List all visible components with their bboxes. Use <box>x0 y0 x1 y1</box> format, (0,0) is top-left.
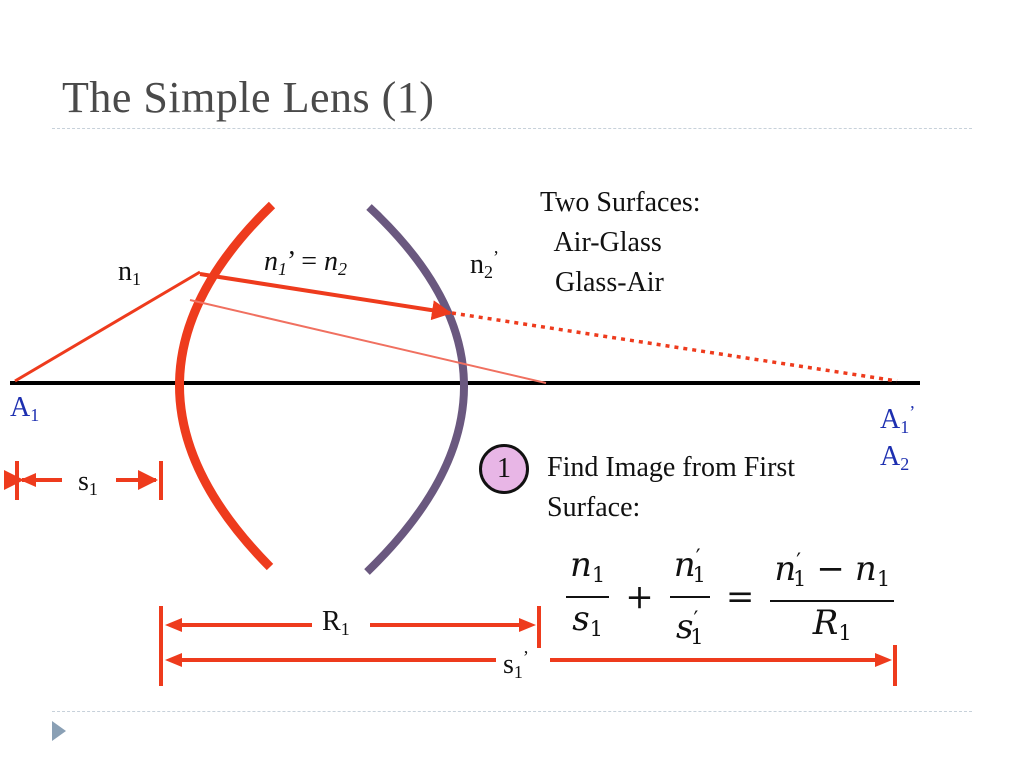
s1-label: s1 <box>78 466 98 499</box>
second-surface <box>364 204 468 575</box>
step-number-badge: 1 <box>479 444 529 494</box>
surface-air-glass: Air-Glass <box>548 227 662 258</box>
surfaces-heading: Two Surfaces: <box>540 187 701 218</box>
step-instruction: Find Image from First Surface: <box>547 452 796 523</box>
s1-prime-dimension <box>165 645 897 686</box>
r1-label: R1 <box>322 606 350 639</box>
r1-dimension <box>159 606 541 686</box>
surface-normal-line <box>189 299 547 384</box>
slide-title: The Simple Lens (1) <box>62 73 435 122</box>
term-index-difference-over-r1: n′1−n1 R1 <box>770 540 895 654</box>
slide-bullet-arrow-icon <box>52 721 66 741</box>
plus-sign: + <box>625 577 654 617</box>
s1-dimension <box>4 461 163 500</box>
a2-label: A2 <box>880 441 910 474</box>
refracted-ray <box>199 272 452 321</box>
term-n1-over-s1: n1 s1 <box>566 544 610 650</box>
title-divider <box>52 128 972 129</box>
s1-prime-label: s1’ <box>503 647 529 682</box>
equals-sign: = <box>725 577 755 617</box>
lens-equation: n1 s1 + n′1 s′1 = n′1−n1 R1 <box>560 536 900 658</box>
n2-prime-label: n2’ <box>470 247 499 282</box>
incident-ray <box>14 270 201 383</box>
a1-prime-label: A1’ <box>880 402 916 437</box>
refracted-ray-extension <box>451 311 898 383</box>
first-surface <box>175 201 276 571</box>
footer-divider <box>52 711 972 712</box>
a1-label: A1 <box>10 392 40 425</box>
surface-glass-air: Glass-Air <box>548 267 664 298</box>
term-n1p-over-s1p: n′1 s′1 <box>669 536 710 658</box>
n1-prime-equals-n2-label: n1’ = n2 <box>264 246 348 279</box>
n1-label: n1 <box>118 256 141 289</box>
surfaces-info: Two Surfaces: Air-Glass Glass-Air <box>540 183 701 303</box>
